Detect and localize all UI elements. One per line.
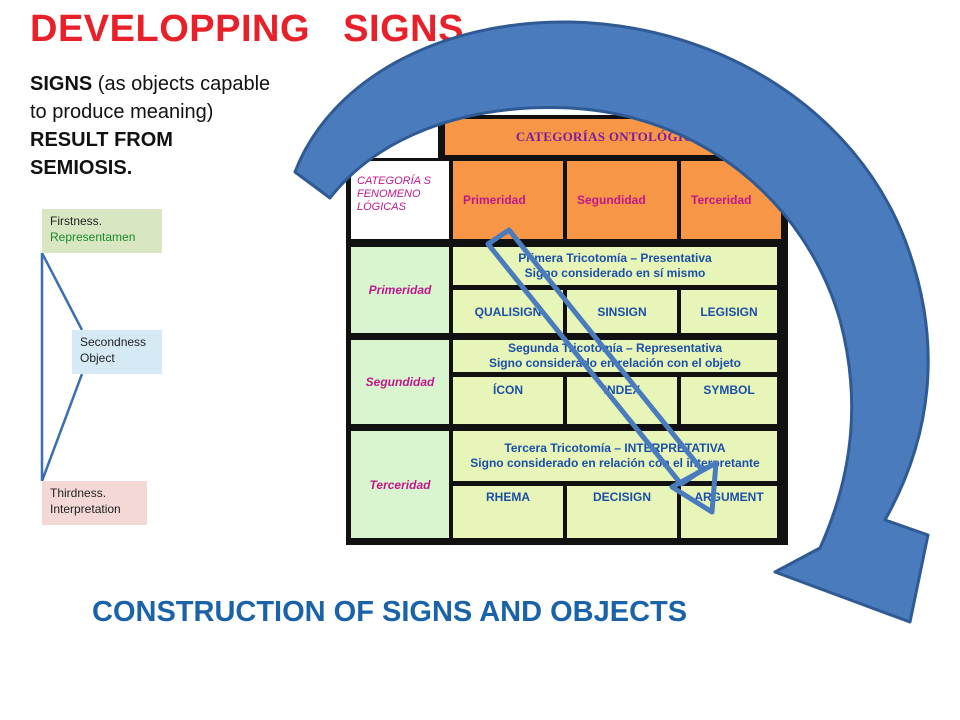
- sign-decisign: DECISIGN: [567, 486, 677, 538]
- phenomenological-header: CATEGORÍA S FENOMENO LÓGICAS: [351, 161, 449, 239]
- bottom-title: CONSTRUCTION OF SIGNS AND OBJECTS: [92, 596, 688, 628]
- triad-line-first-second: [40, 252, 84, 331]
- intro-middle: (as objects capable to produce meaning): [30, 73, 271, 123]
- page-title: DEVELOPPING SIGNS: [30, 8, 464, 50]
- sign-symbol: SYMBOL: [681, 377, 777, 424]
- row-label-terceridad: Terceridad: [351, 431, 449, 538]
- intro-bold-end: RESULT FROM SEMIOSIS.: [30, 129, 173, 179]
- sign-sinsign: SINSIGN: [567, 290, 677, 333]
- intro-text: SIGNS (as objects capable to produce mea…: [30, 70, 280, 182]
- row-label-segundidad: Segundidad: [351, 340, 449, 424]
- thirdness-box: Thirdness. Interpretation: [42, 481, 147, 525]
- sign-legisign: LEGISIGN: [681, 290, 777, 333]
- tricotomy-2: Segunda Tricotomía – Representativa Sign…: [453, 340, 777, 372]
- interpretation-label: Interpretation: [50, 502, 121, 516]
- onto-col-primeridad: Primeridad: [453, 161, 563, 239]
- representamen-label: Representamen: [50, 230, 136, 244]
- tricotomy-1-desc: Signo considerado en sí mismo: [524, 266, 706, 280]
- secondness-box: Secondness Object: [72, 330, 162, 374]
- circular-arrow: [293, 20, 930, 624]
- firstness-label: Firstness.: [50, 214, 103, 228]
- tricotomy-2-title: Segunda Tricotomía – Representativa: [507, 341, 723, 355]
- row-label-primeridad: Primeridad: [351, 247, 449, 333]
- tricotomy-3-desc: Signo considerado en relación con el int…: [470, 456, 760, 470]
- tricotomy-1-title: Primera Tricotomía – Presentativa: [518, 251, 712, 265]
- diagonal-arrow: [485, 227, 719, 515]
- tricotomy-3-title: Tercera Tricotomía – INTERPRETATIVA: [504, 441, 726, 455]
- sign-icon: ÍCON: [453, 377, 563, 424]
- firstness-box: Firstness. Representamen: [42, 209, 162, 253]
- triad-line-second-third: [40, 373, 84, 482]
- secondness-label: Secondness: [80, 335, 147, 349]
- sign-rhema: RHEMA: [453, 486, 563, 538]
- intro-bold-start: SIGNS: [30, 73, 93, 95]
- onto-col-segundidad: Segundidad: [567, 161, 677, 239]
- tricotomy-1: Primera Tricotomía – Presentativa Signo …: [453, 247, 777, 285]
- tricotomy-3: Tercera Tricotomía – INTERPRETATIVA Sign…: [453, 431, 777, 481]
- object-label: Object: [80, 351, 115, 365]
- thirdness-label: Thirdness.: [50, 486, 107, 500]
